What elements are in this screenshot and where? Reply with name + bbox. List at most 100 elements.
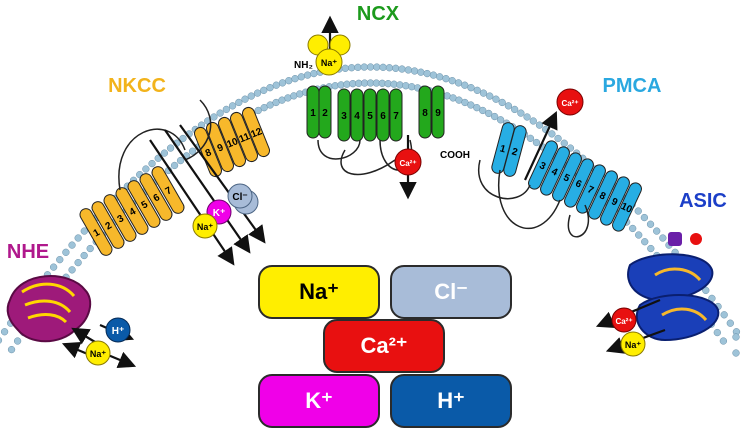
nkcc-title: NKCC — [108, 75, 166, 97]
ncx-helix: 5 — [363, 88, 377, 142]
nkcc-helix: 10 — [218, 116, 246, 168]
nhe-title: NHE — [7, 241, 49, 263]
lipid-head — [80, 251, 88, 260]
nkcc-segment-label: 6 — [152, 192, 163, 205]
lipid-head — [732, 333, 740, 341]
lipid-head — [653, 227, 661, 235]
lipid-head — [529, 117, 537, 125]
pmca-helix: 4 — [540, 146, 570, 196]
nkcc-helix: 5 — [127, 180, 161, 228]
ncx-segment-label: 1 — [310, 108, 316, 119]
nhe-h-ion-label: H⁺ — [112, 326, 125, 337]
lipid-head — [235, 98, 243, 107]
nkcc-helix: 11 — [230, 111, 258, 163]
pmca-helix: 7 — [576, 164, 606, 214]
lipid-head — [479, 106, 487, 115]
lipid-head — [417, 68, 425, 76]
lipid-head — [504, 102, 513, 110]
asic-na-ion-label: Na⁺ — [625, 340, 642, 350]
lipid-head — [260, 86, 268, 94]
pmca-segment-label: 8 — [598, 190, 608, 203]
nkcc-segment-label: 8 — [204, 147, 214, 159]
lipid-head — [392, 64, 400, 72]
lipid-head — [490, 112, 499, 121]
lipid-head — [467, 84, 475, 92]
nkcc-helix: 6 — [139, 173, 173, 221]
lipid-head — [291, 75, 299, 83]
nhe-na-ion-label: Na⁺ — [90, 349, 107, 359]
lipid-head — [486, 92, 494, 100]
pmca-helix: 2 — [503, 125, 527, 177]
nkcc-na-ion-label: Na⁺ — [197, 222, 214, 232]
lipid-head — [310, 69, 318, 78]
ncx-helix: 8 — [418, 85, 432, 139]
lipid-head — [179, 134, 187, 143]
lipid-head — [74, 234, 82, 242]
lipid-head — [517, 109, 525, 117]
lipid-head — [532, 138, 541, 147]
lipid-head — [429, 71, 438, 79]
lipid-head — [511, 105, 519, 114]
lipid-head — [222, 105, 231, 114]
lipid-head — [448, 77, 456, 85]
lipid-head — [373, 63, 381, 71]
lipid-head — [176, 156, 185, 165]
lipid-head — [634, 207, 642, 215]
lipid-head — [228, 102, 237, 110]
nkcc-segment-label: 3 — [116, 213, 127, 226]
nkcc-cl-ion-label: Cl⁻ — [232, 192, 247, 203]
nkcc-k-ion-label: K⁺ — [213, 208, 226, 219]
lipid-head — [68, 241, 76, 249]
lipid-head — [408, 83, 416, 91]
lipid-head — [385, 64, 394, 72]
lipid-head — [254, 106, 262, 115]
pmca-title: PMCA — [603, 75, 662, 97]
lipid-head — [303, 71, 312, 79]
lipid-head — [402, 82, 410, 90]
lipid-head — [68, 266, 76, 274]
lipid-head — [496, 116, 505, 124]
lipid-head — [646, 220, 655, 228]
lipid-head — [454, 79, 463, 87]
nkcc-segment-label: 4 — [128, 206, 139, 219]
pmca-segment-label: 2 — [511, 146, 520, 158]
lipid-head — [360, 63, 368, 71]
lipid-head — [253, 89, 262, 97]
pmca-segment-label: 1 — [499, 143, 508, 155]
asic-ca-ion-label: Ca²⁺ — [615, 317, 632, 326]
lipid-head — [347, 64, 356, 72]
ncx-ca-ion-label: Ca²⁺ — [399, 159, 416, 168]
ncx-segment-label: 5 — [367, 111, 373, 122]
ncx-title: NCX — [357, 3, 400, 25]
pmca-segment-label: 3 — [538, 160, 548, 173]
ncx-segment-label: 4 — [354, 111, 360, 122]
pmca-helix: 3 — [528, 140, 558, 190]
ncx-segment-label: 9 — [435, 108, 441, 119]
legend-cl-label: Cl⁻ — [434, 279, 468, 304]
lipid-head — [366, 63, 375, 71]
pmca-segment-label: 7 — [586, 184, 596, 197]
legend-ca: Ca²⁺ — [323, 319, 445, 373]
lipid-head — [170, 161, 179, 170]
pmca-helix: 9 — [600, 176, 630, 226]
nkcc-segment-label: 1 — [92, 227, 103, 240]
pmca-segment-label: 9 — [610, 196, 620, 209]
pmca-segment-label: 10 — [619, 201, 634, 216]
lipid-head — [216, 109, 224, 117]
pmca-helix: 8 — [588, 170, 618, 220]
lipid-head — [526, 134, 535, 143]
nkcc-helix: 12 — [242, 106, 270, 158]
ncx-na-ion-label: Na⁺ — [321, 58, 338, 68]
legend-k: K⁺ — [258, 374, 380, 428]
lipid-head — [86, 244, 94, 253]
legend-h: H⁺ — [390, 374, 512, 428]
lipid-head — [535, 121, 544, 129]
lipid-head — [260, 104, 268, 112]
lipid-head — [166, 144, 175, 152]
pmca-helix: 10 — [612, 182, 642, 232]
legend-na: Na⁺ — [258, 265, 380, 319]
ncx-helix: 6 — [376, 88, 390, 142]
pmca-helix: 5 — [552, 152, 582, 202]
nkcc-helix: 3 — [103, 194, 137, 242]
